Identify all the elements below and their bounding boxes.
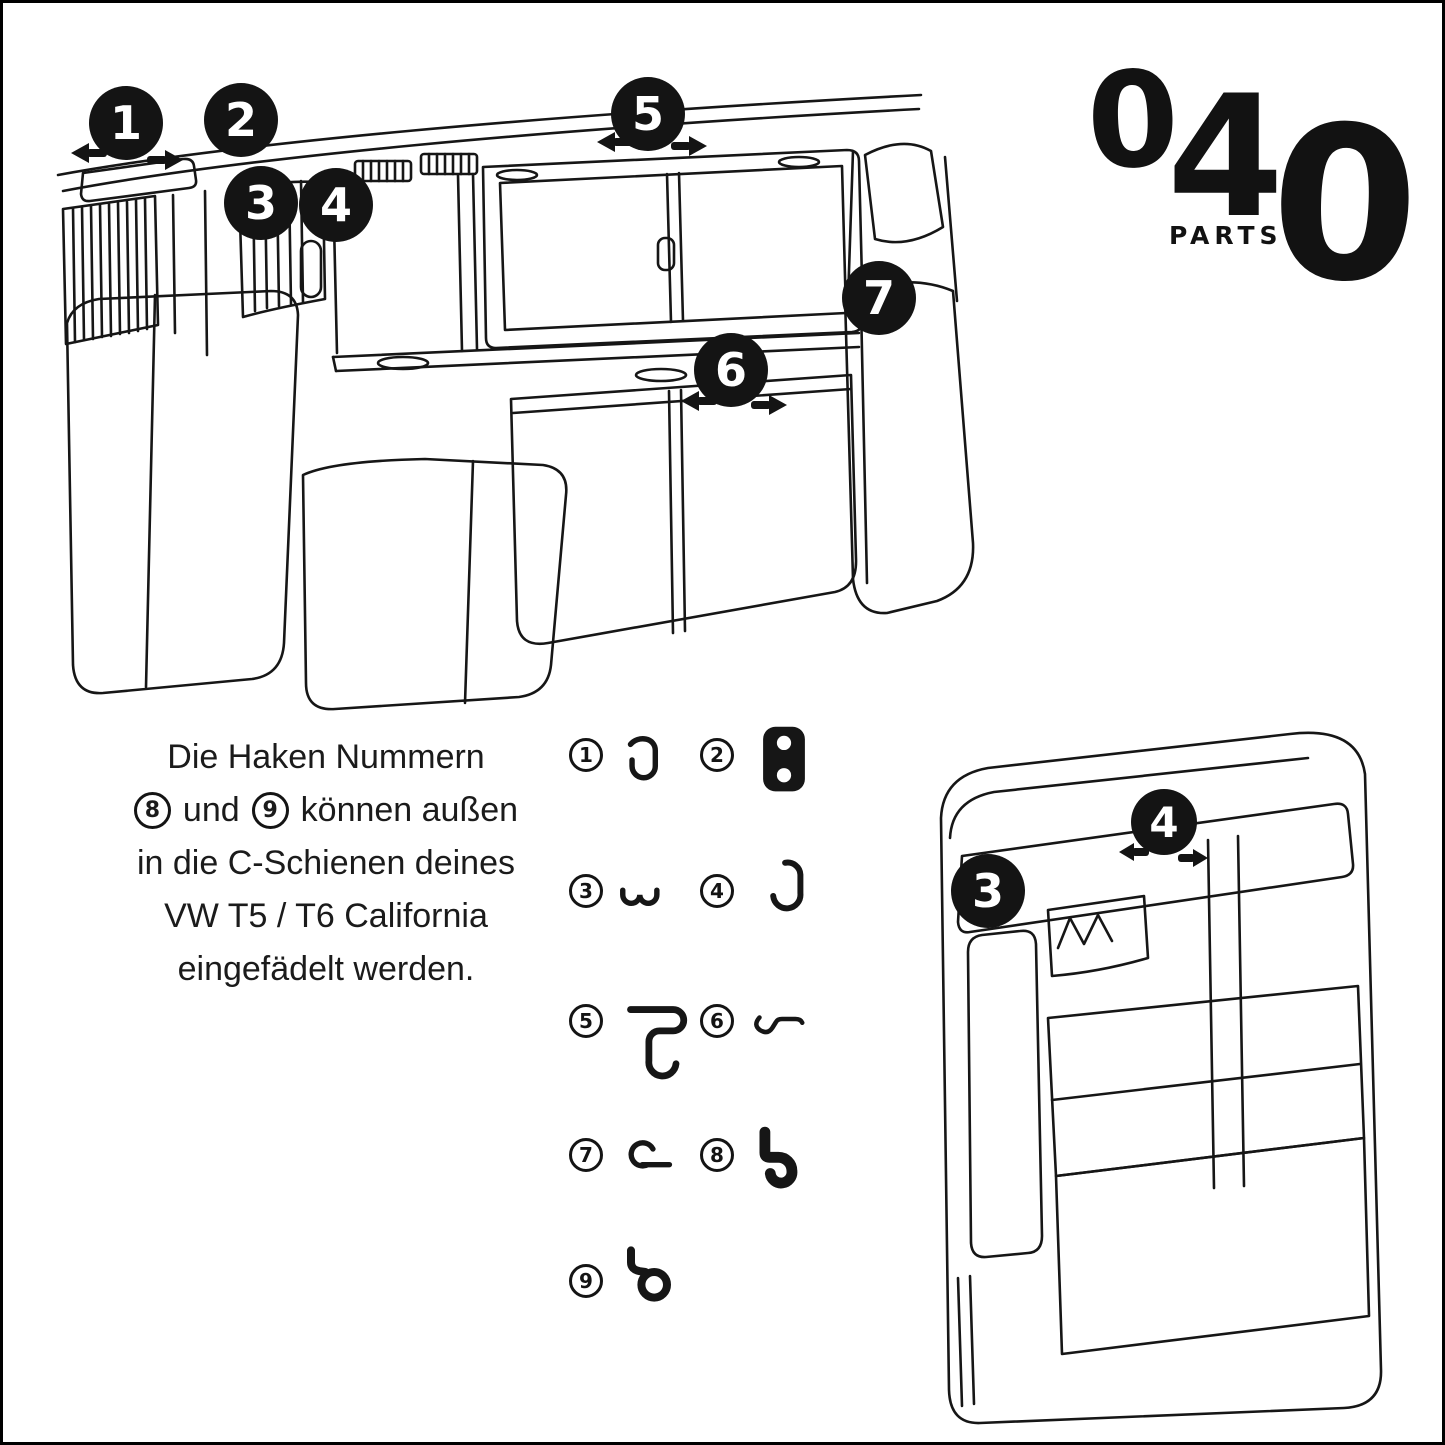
clip-hook-icon — [746, 998, 806, 1058]
mounting-plate-icon — [746, 722, 822, 798]
marker-2: 2 — [204, 83, 278, 157]
marker-7: 7 — [842, 261, 916, 335]
arrow-left-icon — [1117, 842, 1151, 862]
note-line-5: eingefädelt werden. — [177, 950, 475, 988]
legend-number: 4 — [700, 874, 734, 908]
hook-8-badge: 8 — [133, 792, 171, 829]
arrow-right-icon — [1176, 848, 1210, 868]
van-rear-line-drawing — [939, 731, 1383, 1425]
hook-9-badge: 9 — [251, 792, 289, 829]
legend-item-3: 3 — [569, 874, 677, 932]
legend-item-4: 4 — [700, 859, 814, 924]
z-bracket-hook-icon — [615, 996, 707, 1088]
arrow-left-icon — [595, 131, 635, 153]
thick-hook-icon — [746, 1124, 818, 1196]
instruction-text: Die Haken Nummern 8 und 9 können außen i… — [91, 731, 561, 996]
note-word-und: und — [182, 791, 240, 829]
legend-number: 2 — [700, 738, 734, 772]
legend-item-9: 9 — [569, 1246, 679, 1308]
arrow-left-icon — [69, 142, 109, 164]
brand-logo: 0 4 0 PARTS — [1065, 41, 1422, 361]
legend-number: 8 — [700, 1138, 734, 1172]
logo-subtext: PARTS — [1169, 221, 1283, 250]
legend-number: 5 — [569, 1004, 603, 1038]
legend-number: 6 — [700, 1004, 734, 1038]
legend-item-8: 8 — [700, 1126, 818, 1196]
note-line-1: Die Haken Nummern — [167, 738, 485, 776]
logo-digit: 4 — [1167, 59, 1284, 255]
legend-number: 1 — [569, 738, 603, 772]
loop-hook-icon — [615, 1130, 681, 1196]
legend-item-6: 6 — [700, 1004, 806, 1058]
legend-item-1: 1 — [569, 736, 677, 794]
arrow-right-icon — [145, 149, 185, 171]
arrow-left-icon — [679, 390, 719, 412]
legend-item-7: 7 — [569, 1138, 681, 1196]
note-line-2: 8 und 9 können außen — [91, 784, 561, 837]
legend-item-5: 5 — [569, 1004, 707, 1088]
legend-number: 9 — [569, 1264, 603, 1298]
logo-digit: 0 — [1266, 78, 1423, 331]
marker-3: 3 — [224, 166, 298, 240]
j-hook-icon — [615, 732, 677, 794]
double-hook-icon — [615, 870, 677, 932]
legend-item-2: 2 — [700, 726, 822, 798]
marker-rear-3: 3 — [951, 854, 1025, 928]
marker-4: 4 — [299, 168, 373, 242]
legend-number: 3 — [569, 874, 603, 908]
marker-rear-4: 4 — [1131, 789, 1197, 855]
note-line-2-rest: können außen — [300, 791, 519, 829]
arrow-right-icon — [669, 135, 709, 157]
van-interior-line-drawing — [56, 93, 975, 711]
ring-hook-icon — [615, 1244, 679, 1308]
note-line-4: VW T5 / T6 California — [164, 897, 488, 935]
marker-6: 6 — [694, 333, 768, 407]
arrow-right-icon — [749, 394, 789, 416]
legend-number: 7 — [569, 1138, 603, 1172]
note-line-3: in die C-Schienen deines — [136, 844, 516, 882]
marker-1: 1 — [89, 86, 163, 160]
long-j-hook-icon — [746, 856, 814, 924]
